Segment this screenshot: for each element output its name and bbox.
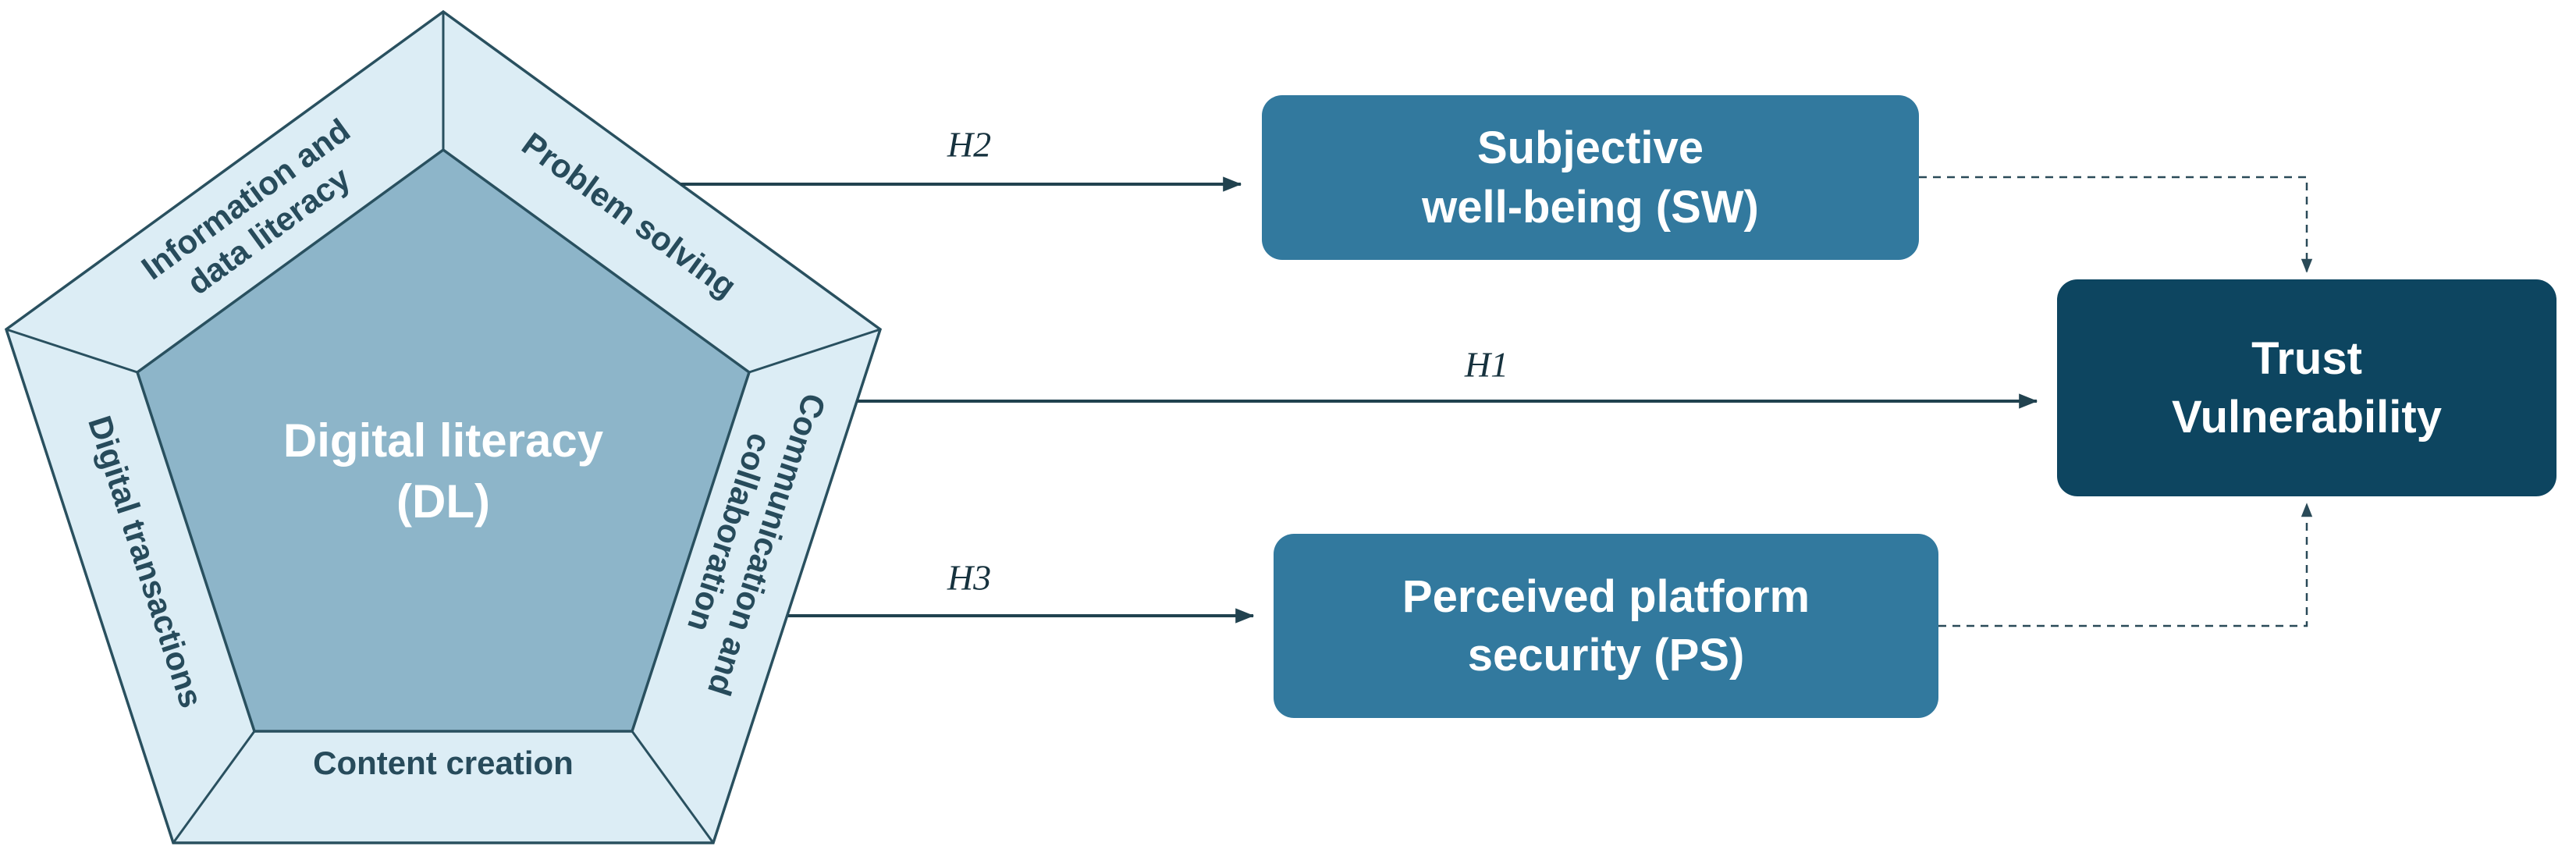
dashed-connector-ps-to-trust [1938,503,2313,627]
dashed-connector-sw-to-trust [1919,176,2313,273]
hypothesis-label-h3: H3 [947,557,992,598]
box-subjective-wellbeing-label: Subjective well-being (SW) [1422,123,1759,233]
box-perceived-platform-security-label: Perceived platform security (PS) [1402,570,1810,681]
segment-label-content-creation: Content creation [313,744,574,781]
box-trust-vulnerability: Trust Vulnerability [2057,279,2556,496]
inner-pentagon [135,147,751,733]
box-trust-vulnerability-label: Trust Vulnerability [2172,332,2442,442]
hypothesis-label-h2: H2 [947,124,992,165]
pentagon-center-label: Digital literacy (DL) [282,414,604,528]
hypothesis-label-h1: H1 [1464,344,1509,385]
box-subjective-wellbeing: Subjective well-being (SW) [1262,95,1919,260]
pentagon-dividers [5,12,881,844]
box-perceived-platform-security: Perceived platform security (PS) [1274,534,1938,718]
